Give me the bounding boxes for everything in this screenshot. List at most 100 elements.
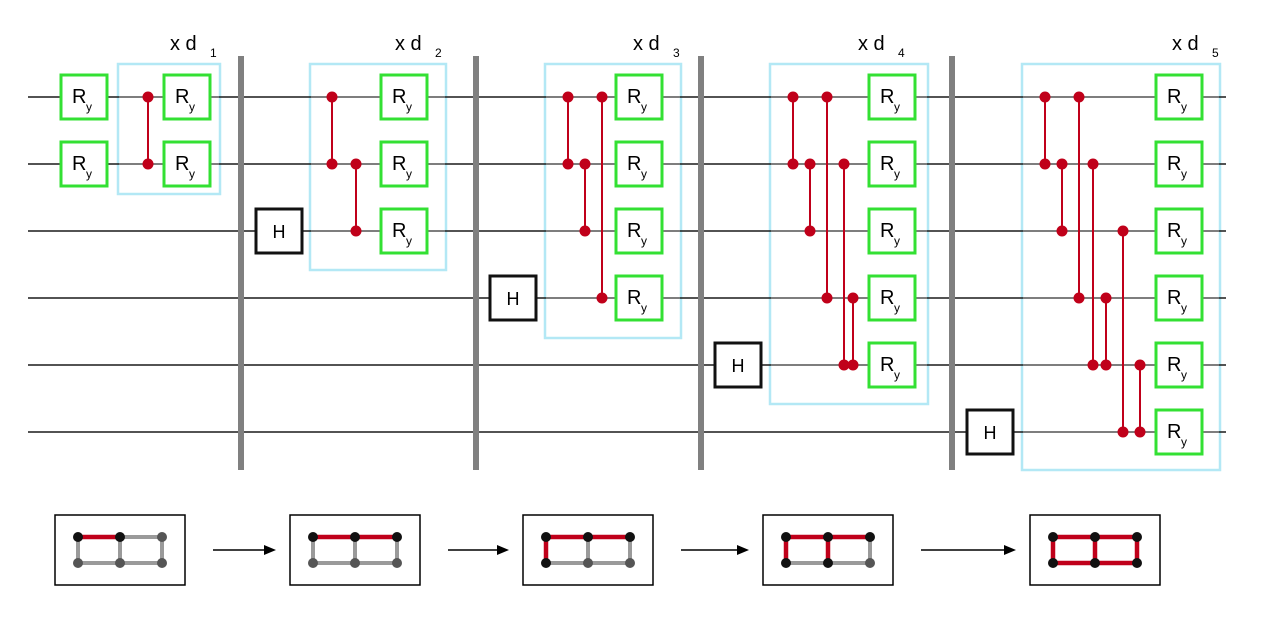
h-gate-label: H <box>507 289 520 309</box>
ry-gate-box <box>379 207 429 255</box>
h-gate: H <box>488 274 538 322</box>
lattice-node <box>157 558 167 568</box>
lattice-node <box>308 532 318 542</box>
h-gate-label: H <box>732 356 745 376</box>
lattice-panel-5 <box>1029 514 1161 586</box>
repeat-label-text: x d <box>633 33 660 55</box>
ry-gate-subscript: y <box>894 100 900 114</box>
ry-gate-box <box>867 140 917 188</box>
lattice-node <box>865 532 875 542</box>
repeat-label-subscript: 3 <box>673 46 680 60</box>
ry-gate-box <box>1154 140 1204 188</box>
lattice-row <box>54 514 1161 586</box>
cz-target-dot <box>579 225 591 237</box>
repeat-blocks <box>116 62 1222 472</box>
lattice-node <box>392 558 402 568</box>
repeat-block-5 <box>1020 62 1222 472</box>
repeat-label-text: x d <box>858 33 885 55</box>
cz-control-dot <box>1056 158 1068 170</box>
ry-gate-subscript: y <box>894 167 900 181</box>
cz-control-dot <box>821 91 833 103</box>
lattice-node <box>73 558 83 568</box>
lattice-panel-2 <box>289 514 421 586</box>
cz-control-dot <box>804 158 816 170</box>
lattice-node <box>115 558 125 568</box>
progress-arrow-head <box>737 545 749 555</box>
ry-gate-box <box>1154 341 1204 389</box>
ry-gate-label: R <box>1167 287 1181 309</box>
cz-target-dot <box>142 158 154 170</box>
cz-control-dot <box>1134 359 1146 371</box>
stage-separator-1 <box>238 56 244 470</box>
ry-gate-label: R <box>72 153 86 175</box>
h-gate-box <box>488 274 538 322</box>
ry-gate-subscript: y <box>1181 100 1187 114</box>
h-gate: H <box>254 207 304 255</box>
lattice-node <box>73 532 83 542</box>
lattice-node <box>781 532 791 542</box>
ry-gate-label: R <box>392 86 406 108</box>
h-gate-box <box>965 408 1015 456</box>
cz-target-dot <box>1073 292 1085 304</box>
ry-gate-label: R <box>627 153 641 175</box>
cz-target-dot <box>1100 359 1112 371</box>
lattice-node <box>625 558 635 568</box>
ry-gate-box <box>867 274 917 322</box>
ry-gate-box <box>379 73 429 121</box>
ry-gate-subscript: y <box>641 301 647 315</box>
ry-gate-subscript: y <box>641 234 647 248</box>
ry-gate-subscript: y <box>641 167 647 181</box>
cz-control-dot <box>596 91 608 103</box>
lattice-node <box>583 558 593 568</box>
lattice-node <box>1132 532 1142 542</box>
ry-gate-subscript: y <box>894 301 900 315</box>
ry-gate-box <box>162 140 212 188</box>
lattice-panel-4 <box>762 514 894 586</box>
ry-gate-label: R <box>392 153 406 175</box>
ry-gate-label: R <box>1167 86 1181 108</box>
ry-gate-box <box>59 73 109 121</box>
h-gate: H <box>965 408 1015 456</box>
lattice-node <box>1048 532 1058 542</box>
lattice-node <box>1132 558 1142 568</box>
cz-target-dot <box>821 292 833 304</box>
ry-gate-label: R <box>627 220 641 242</box>
cz-target-dot <box>804 225 816 237</box>
lattice-node <box>541 558 551 568</box>
ry-gate-label: R <box>627 86 641 108</box>
h-gate-box <box>713 341 763 389</box>
h-gate: H <box>713 341 763 389</box>
ry-gate-label: R <box>392 220 406 242</box>
cz-control-dot <box>350 158 362 170</box>
lattice-node <box>1090 532 1100 542</box>
h-gate-label: H <box>273 222 286 242</box>
stage-separator-3 <box>698 56 704 470</box>
ry-gate-box <box>1154 274 1204 322</box>
lattice-node <box>541 532 551 542</box>
repeat-label-subscript: 1 <box>210 46 217 60</box>
progress-arrow-head <box>1004 545 1016 555</box>
lattice-panel-1 <box>54 514 186 586</box>
cz-target-dot <box>838 359 850 371</box>
lattice-node <box>308 558 318 568</box>
ry-gate-subscript: y <box>641 100 647 114</box>
cz-target-dot <box>787 158 799 170</box>
cz-control-dot <box>838 158 850 170</box>
repeat-label-text: x d <box>170 33 197 55</box>
ry-gate-box <box>1154 207 1204 255</box>
ry-gate-box <box>867 341 917 389</box>
